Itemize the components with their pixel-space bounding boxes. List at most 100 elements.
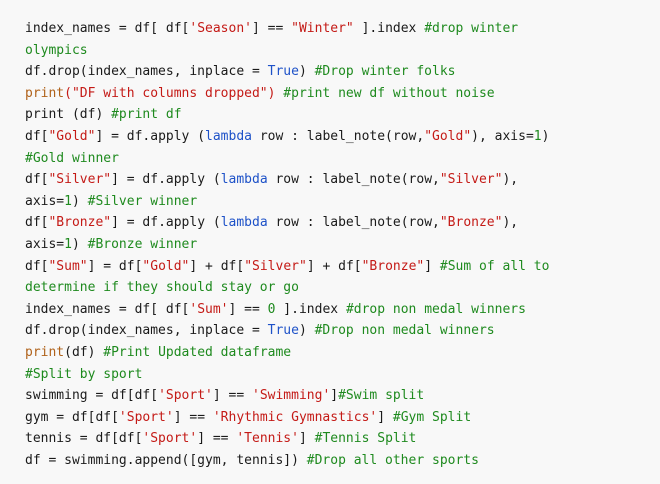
string-literal: 'Rhythmic Gymnastics' — [212, 409, 378, 425]
string-literal: "Sum" — [48, 258, 88, 274]
code-comment: #Sum of all to — [439, 258, 550, 274]
code-line: df["Bronze"] = df.apply (lambda row : la… — [25, 212, 635, 234]
string-literal: "Bronze" — [439, 215, 503, 231]
code-comment: #print df — [111, 107, 182, 123]
code-line: determine if they should stay or go — [25, 277, 635, 299]
string-literal: 'Sport' — [118, 409, 174, 425]
code-token: axis= — [25, 236, 65, 252]
code-line: index_names = df[ df['Season'] == "Winte… — [25, 18, 635, 40]
code-token: df[ — [25, 215, 49, 231]
code-comment: #print new df without noise — [283, 85, 495, 101]
code-line: df = swimming.append([gym, tennis]) #Dro… — [25, 450, 635, 472]
code-comment: #Swim split — [338, 388, 425, 404]
code-line: #Split by sport — [25, 364, 635, 386]
code-comment: #Gym Split — [392, 409, 472, 425]
code-token: (df) — [64, 344, 104, 360]
code-token: ] + df[ — [189, 258, 245, 274]
code-comment: #drop winter — [424, 21, 519, 36]
code-line: tennis = df[df['Sport'] == 'Tennis'] #Te… — [25, 428, 635, 450]
keyword: lambda — [220, 215, 268, 231]
code-token: ), axis= — [471, 128, 534, 144]
code-token: ) — [71, 193, 88, 209]
code-line: index_names = df[ df['Sum'] == 0 ].index… — [25, 299, 635, 321]
code-comment: olympics — [25, 42, 88, 58]
string-literal: 'Tennis' — [236, 431, 299, 447]
code-comment: determine if they should stay or go — [25, 280, 299, 296]
code-token: ] — [330, 388, 339, 404]
code-token: df[ — [25, 128, 49, 144]
builtin-function: print — [25, 85, 65, 101]
code-comment: #Print Updated dataframe — [103, 344, 292, 360]
string-literal: "Silver" — [48, 172, 112, 188]
code-comment: #Tennis Split — [314, 431, 417, 447]
code-token: df[ — [25, 258, 49, 274]
code-line: swimming = df[df['Sport'] == 'Swimming']… — [25, 385, 635, 407]
string-literal: 'Season' — [189, 21, 252, 36]
code-token: index_names = df[ df[ — [25, 301, 190, 317]
code-token: ] — [377, 409, 393, 425]
code-token: ), — [502, 215, 519, 231]
code-line: df.drop(index_names, inplace = True) #Dr… — [25, 61, 635, 83]
string-literal: "Bronze" — [48, 215, 112, 231]
code-token: ] = df.apply ( — [111, 215, 221, 231]
code-line: #Gold winner — [25, 148, 635, 170]
code-block[interactable]: index_names = df[ df['Season'] == "Winte… — [25, 18, 635, 471]
code-token: ] == — [173, 409, 213, 425]
code-token: row : label_note(row, — [267, 172, 440, 188]
code-line: axis=1) #Bronze winner — [25, 234, 635, 256]
string-literal: "Winter" — [291, 21, 354, 36]
code-token: ] — [424, 258, 440, 274]
code-token: ] == — [212, 388, 252, 404]
string-literal: "Bronze" — [361, 258, 425, 274]
code-line: df["Sum"] = df["Gold"] + df["Silver"] + … — [25, 256, 635, 278]
keyword: lambda — [220, 172, 268, 188]
code-token: row : label_note(row, — [252, 128, 425, 144]
code-token: ] == — [252, 21, 292, 36]
number-literal: 1 — [64, 193, 72, 209]
string-literal: "Gold" — [48, 128, 96, 144]
string-literal: 'Sport' — [142, 431, 198, 447]
code-token: swimming = df[df[ — [25, 388, 159, 404]
code-token: ].index — [353, 21, 425, 36]
code-token: ) — [298, 323, 315, 339]
code-token: ] + df[ — [306, 258, 362, 274]
code-token: ] — [298, 431, 315, 447]
code-comment: #Gold winner — [25, 150, 119, 166]
code-token: df = swimming.append([gym, tennis]) — [25, 452, 307, 468]
string-literal: ("DF with columns dropped") — [64, 85, 276, 101]
code-token: ] = df.apply ( — [95, 128, 206, 144]
code-token: df.drop(index_names, inplace = — [25, 64, 268, 80]
code-token: ] = df[ — [87, 258, 143, 274]
code-line: print (df) #print df — [25, 104, 635, 126]
number-literal: 1 — [533, 128, 542, 144]
string-literal: 'Sum' — [189, 301, 229, 317]
code-token: axis= — [25, 193, 65, 209]
number-literal: 1 — [64, 236, 72, 252]
code-token: df[ — [25, 172, 49, 188]
code-token: print (df) — [25, 107, 112, 123]
code-token: ) — [71, 236, 88, 252]
number-literal: 0 — [267, 301, 276, 317]
code-line: gym = df[df['Sport'] == 'Rhythmic Gymnas… — [25, 407, 635, 429]
code-token: gym = df[df[ — [25, 409, 119, 425]
code-line: axis=1) #Silver winner — [25, 191, 635, 213]
code-token: ), — [502, 172, 519, 188]
string-literal: 'Swimming' — [252, 388, 331, 404]
code-comment: #Drop all other sports — [306, 452, 479, 468]
code-token: df.drop(index_names, inplace = — [25, 323, 268, 339]
code-token: ) — [541, 128, 550, 144]
string-literal: "Gold" — [424, 128, 472, 144]
code-comment: #drop non medal winners — [345, 301, 526, 317]
code-token: ) — [298, 64, 315, 80]
code-line: print("DF with columns dropped") #print … — [25, 83, 635, 105]
code-line: olympics — [25, 40, 635, 62]
code-token: ] == — [228, 301, 268, 317]
string-literal: "Gold" — [142, 258, 190, 274]
code-comment: #Drop non medal winners — [314, 323, 495, 339]
string-literal: "Silver" — [439, 172, 503, 188]
keyword: lambda — [205, 128, 252, 144]
code-token: ] = df.apply ( — [111, 172, 221, 188]
code-token: tennis = df[df[ — [25, 431, 143, 447]
code-comment: #Bronze winner — [87, 236, 198, 252]
